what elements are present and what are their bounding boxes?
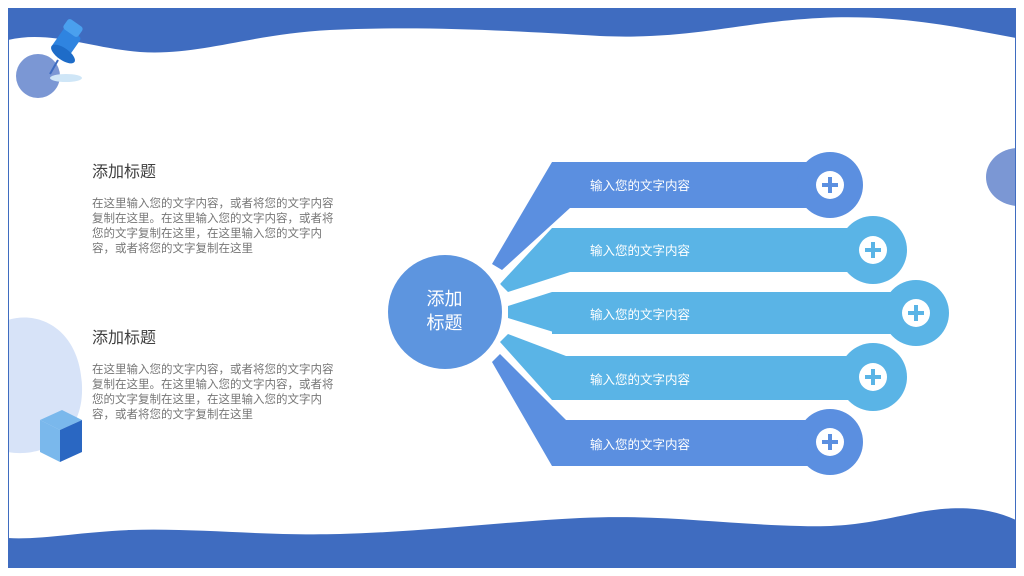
- connector-1: [492, 162, 570, 270]
- section-2-heading: 添加标题: [92, 328, 157, 347]
- section-1-body: 在这里输入您的文字内容，或者将您的文字内容复制在这里。在这里输入您的文字内容，或…: [92, 196, 334, 255]
- section-2-body: 在这里输入您的文字内容，或者将您的文字内容复制在这里。在这里输入您的文字内容，或…: [92, 362, 334, 421]
- bar-label-1: 输入您的文字内容: [590, 178, 691, 193]
- top-left-circle: [16, 54, 60, 98]
- center-title: 添加 标题: [426, 288, 463, 334]
- connector-4: [500, 334, 566, 400]
- bottom-wave: [8, 508, 1016, 568]
- plus-icon[interactable]: [815, 170, 845, 200]
- slide-frame: [8, 8, 1016, 568]
- plus-icon[interactable]: [858, 362, 888, 392]
- cube-icon: [40, 410, 82, 462]
- bar-label-5: 输入您的文字内容: [590, 437, 691, 452]
- plus-icon[interactable]: [815, 427, 845, 457]
- pushpin-icon: [49, 19, 83, 82]
- bar-label-2: 输入您的文字内容: [590, 243, 691, 258]
- connector-5: [492, 354, 566, 466]
- bar-shape-1: [552, 152, 863, 218]
- bar-shape-4: [552, 343, 907, 411]
- top-wave: [8, 8, 1016, 53]
- connector-3: [508, 292, 560, 334]
- bar-label-3: 输入您的文字内容: [590, 307, 691, 322]
- plus-icon[interactable]: [858, 235, 888, 265]
- bar-label-4: 输入您的文字内容: [590, 372, 691, 387]
- plus-icon[interactable]: [901, 298, 931, 328]
- section-1-heading: 添加标题: [92, 162, 157, 181]
- center-circle: [388, 255, 502, 369]
